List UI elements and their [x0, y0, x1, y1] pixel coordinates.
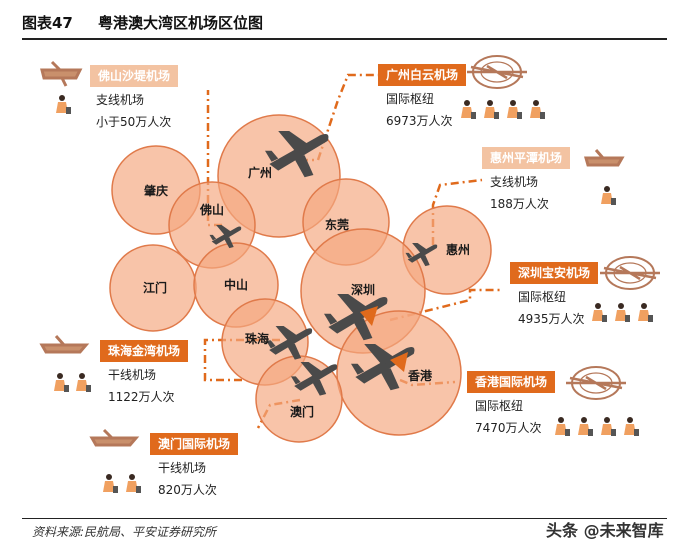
passenger-icon-hongkong-4	[624, 417, 639, 436]
passenger-icon-macau-2	[126, 474, 141, 493]
airport-logo-icon-guangzhou	[465, 54, 529, 90]
airport-type-huizhou: 支线机场	[490, 175, 539, 189]
airport-tag-guangzhou: 广州白云机场	[378, 64, 467, 86]
airport-logo-icon-hongkong	[564, 365, 628, 401]
passenger-icon-hongkong-3	[601, 417, 616, 436]
airport-volume-foshan: 小于50万人次	[96, 115, 172, 129]
airport-type-shenzhen: 国际枢纽	[518, 290, 567, 304]
passenger-icon-zhuhai-2	[76, 373, 91, 392]
airport-volume-hongkong: 7470万人次	[475, 421, 542, 435]
airport-tag-macau: 澳门国际机场	[150, 433, 239, 455]
header-rule	[22, 38, 667, 40]
airport-type-macau: 干线机场	[158, 461, 207, 475]
passenger-icon-guangzhou-3	[507, 100, 522, 119]
city-shenzhen: 深圳	[351, 282, 375, 297]
circle-hongkong	[336, 310, 462, 436]
airport-pictograms	[39, 54, 662, 493]
passenger-icon-macau-1	[103, 474, 118, 493]
airport-type-foshan: 支线机场	[96, 93, 145, 107]
small-plane-icon-huizhou	[584, 149, 625, 167]
airport-tag-hongkong: 香港国际机场	[467, 371, 556, 393]
city-labels: 肇庆 广州 佛山 东莞 惠州 江门 中山 深圳 珠海 香港 澳门	[143, 165, 470, 419]
airport-volume-shenzhen: 4935万人次	[518, 312, 585, 326]
city-zhaoqing: 肇庆	[144, 183, 168, 198]
airport-info-huizhou: 支线机场 188万人次	[490, 171, 549, 215]
passenger-icon-zhuhai-1	[54, 373, 69, 392]
passenger-icon-guangzhou-1	[461, 100, 476, 119]
airport-info-foshan: 支线机场 小于50万人次	[96, 89, 171, 133]
airport-type-guangzhou: 国际枢纽	[386, 92, 435, 106]
airport-info-shenzhen: 国际枢纽 4935万人次	[518, 286, 585, 330]
small-plane-icon-zhuhai	[39, 335, 90, 354]
city-foshan: 佛山	[199, 202, 224, 217]
small-plane-icon-macau	[89, 428, 140, 447]
passenger-icon-guangzhou-4	[530, 100, 545, 119]
passenger-icon-shenzhen-1	[592, 303, 607, 322]
city-hongkong: 香港	[407, 368, 433, 383]
figure-title: 粤港澳大湾区机场区位图	[98, 14, 264, 32]
airport-volume-guangzhou: 6973万人次	[386, 114, 453, 128]
passenger-icon-hongkong-1	[555, 417, 570, 436]
airport-info-guangzhou: 国际枢纽 6973万人次	[386, 88, 453, 132]
footer-rule	[22, 518, 667, 519]
airport-logo-icon-shenzhen	[598, 255, 662, 291]
city-dongguan: 东莞	[325, 217, 349, 232]
passenger-icon-shenzhen-2	[615, 303, 630, 322]
watermark: 头条 @未来智库	[546, 521, 664, 540]
figure-header: 图表47 粤港澳大湾区机场区位图	[22, 6, 667, 36]
city-zhuhai: 珠海	[245, 331, 269, 346]
passenger-icon-hongkong-2	[578, 417, 593, 436]
airport-info-zhuhai: 干线机场 1122万人次	[108, 364, 175, 408]
small-plane-icon-foshan	[40, 60, 83, 87]
airport-planes	[209, 131, 438, 396]
airport-volume-zhuhai: 1122万人次	[108, 390, 175, 404]
city-zhongshan: 中山	[224, 277, 248, 292]
airport-tag-zhuhai: 珠海金湾机场	[100, 340, 189, 362]
passenger-icon-guangzhou-2	[484, 100, 499, 119]
airport-tag-foshan: 佛山沙堤机场	[90, 65, 179, 87]
figure-number: 图表47	[22, 14, 73, 32]
plane-accent-marks	[360, 306, 408, 372]
airport-type-hongkong: 国际枢纽	[475, 399, 524, 413]
source-note: 资料来源:民航局、平安证券研究所	[32, 525, 217, 539]
passenger-icon-huizhou	[601, 186, 616, 205]
airport-volume-huizhou: 188万人次	[490, 197, 549, 211]
passenger-icon-foshan	[56, 95, 71, 114]
airport-tag-huizhou: 惠州平潭机场	[482, 147, 571, 169]
airport-type-zhuhai: 干线机场	[108, 368, 157, 382]
airport-volume-macau: 820万人次	[158, 483, 217, 497]
city-jiangmen: 江门	[143, 280, 167, 295]
airport-info-hongkong: 国际枢纽 7470万人次	[475, 395, 542, 439]
city-huizhou: 惠州	[446, 242, 470, 257]
airport-tag-shenzhen: 深圳宝安机场	[510, 262, 599, 284]
passenger-icon-shenzhen-3	[638, 303, 653, 322]
city-macau: 澳门	[290, 404, 314, 419]
city-guangzhou: 广州	[248, 165, 272, 180]
airport-info-macau: 干线机场 820万人次	[158, 457, 217, 501]
